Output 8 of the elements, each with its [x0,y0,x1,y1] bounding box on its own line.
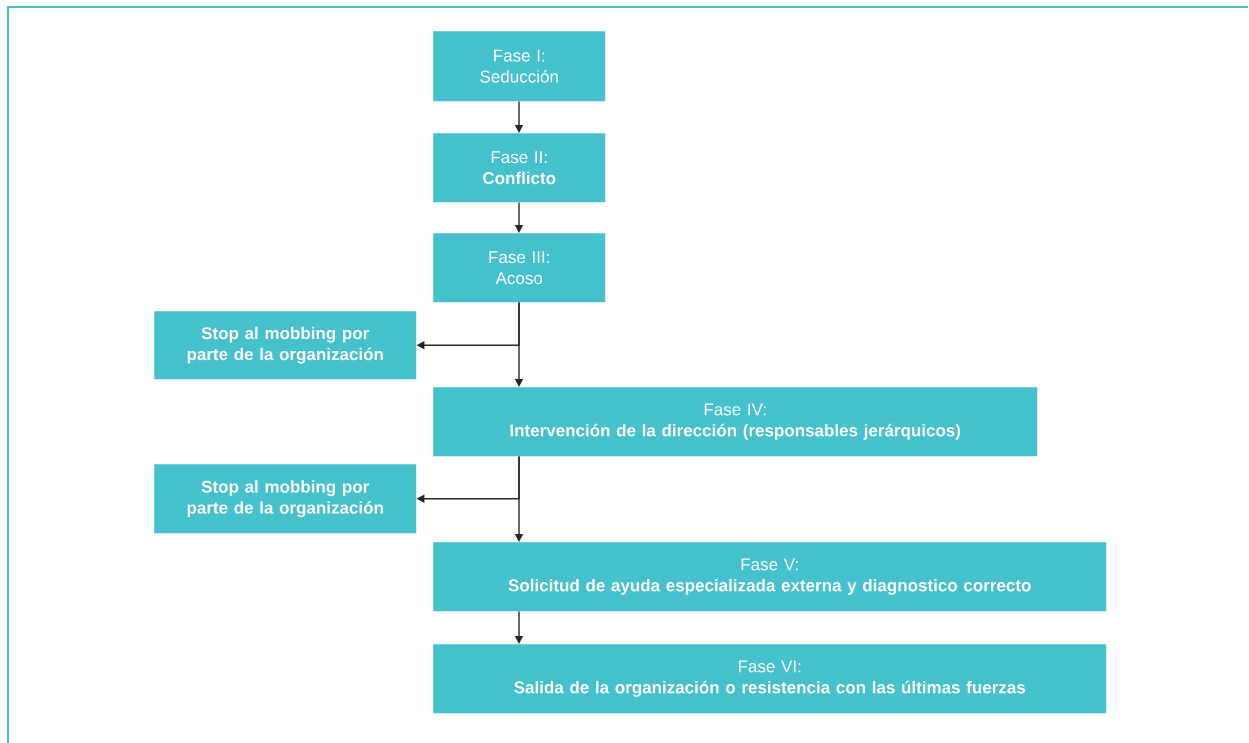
process-box: Fase IV: Intervención de la dirección (responsables jerárquicos) [433,387,1038,457]
process-box: Fase III: Acoso [433,233,606,303]
process-box: Fase II: Conflicto [433,133,606,203]
stop-box: Stop al mobbing por parte de la organización [154,311,417,380]
process-box: Fase V: Solicitud de ayuda especializada externa y diagnostico correcto [433,542,1107,612]
stop-box: Stop al mobbing por parte de la organización [154,464,417,534]
process-box: Fase I: Seducción [433,31,606,102]
process-box: Fase VI: Salida de la organización o resistencia con las últimas fuerzas [433,644,1107,714]
